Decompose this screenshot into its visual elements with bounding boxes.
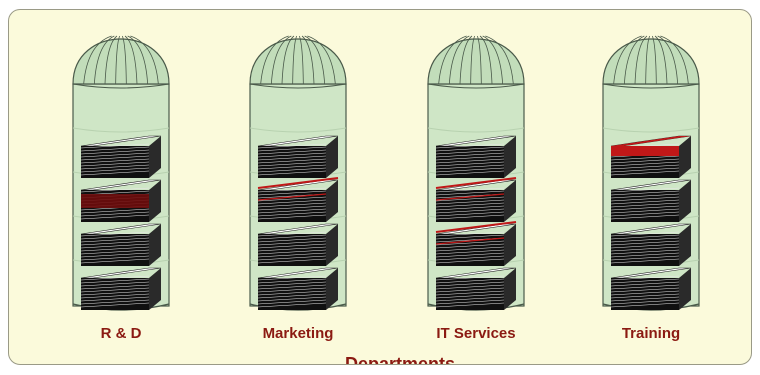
data-stack-icon: [610, 135, 692, 310]
dept-label-rd: R & D: [100, 325, 142, 342]
diagram-panel: R & D Marketing IT Services Training Dep…: [8, 9, 752, 365]
dept-label-marketing: Marketing: [262, 325, 334, 342]
dept-label-it-services: IT Services: [436, 325, 516, 342]
data-stack-icon: [257, 135, 339, 310]
dept-label-training: Training: [621, 325, 681, 342]
silo-diagram: [72, 35, 700, 311]
data-stack-icon: [435, 135, 517, 310]
data-stack-icon: [80, 135, 162, 310]
footer-title: Departments: [344, 354, 456, 365]
